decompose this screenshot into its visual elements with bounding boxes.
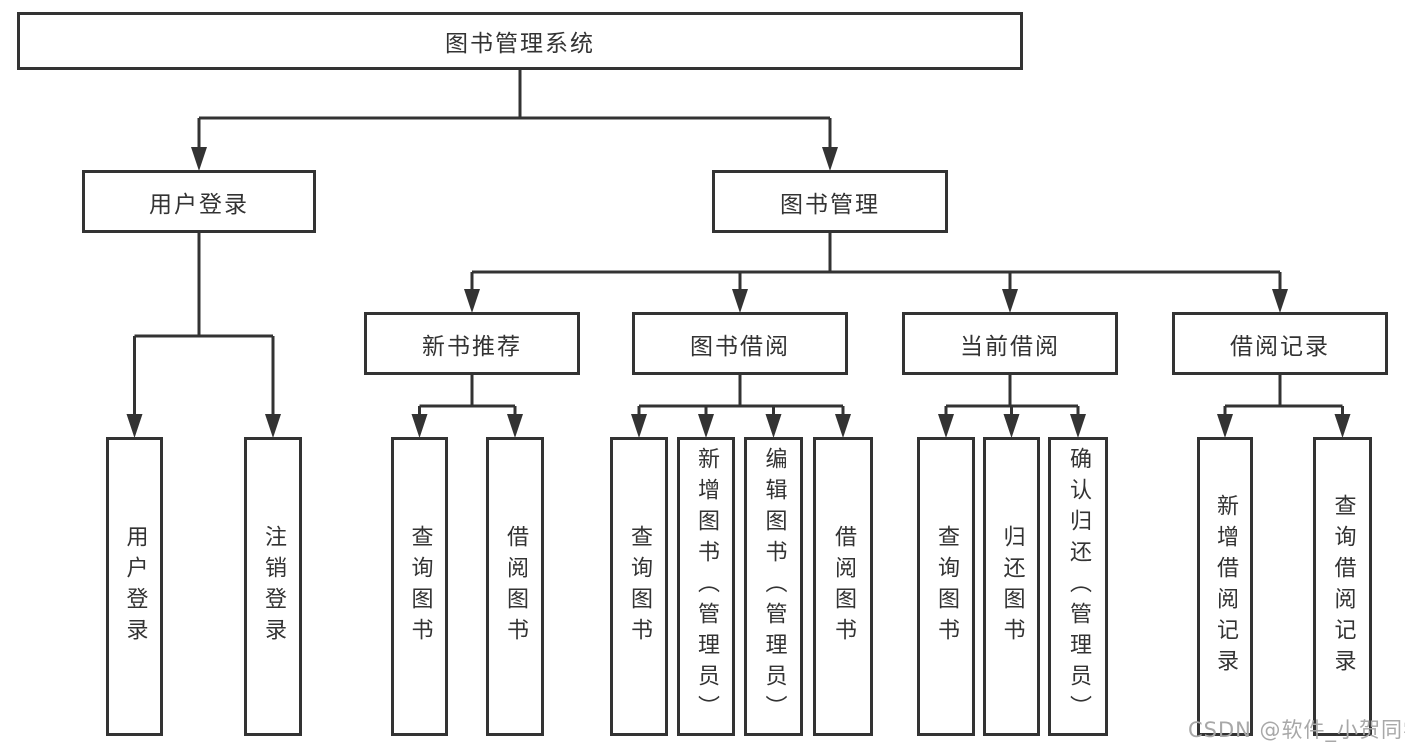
node-lf-br-add: 新增借阅记录 [1197,437,1253,736]
node-book-borrow: 图书借阅 [632,312,848,375]
node-lf-cb-confirm: 确认归还（管理员） [1048,437,1108,736]
arrowhead-down-icon [265,414,281,438]
arrowhead-down-icon [507,414,523,438]
node-label: 注销登录 [261,524,286,649]
node-user-login: 用户登录 [82,170,316,233]
node-label: 新增图书（管理员） [694,447,719,726]
node-new-book-rec: 新书推荐 [364,312,580,375]
node-label: 借阅图书 [503,524,528,649]
arrowhead-down-icon [765,414,782,438]
arrowhead-down-icon [1002,289,1018,313]
node-current-borrow: 当前借阅 [902,312,1118,375]
node-label: 图书管理系统 [445,31,595,57]
node-label: 编辑图书（管理员） [761,447,787,726]
node-lf-user-login: 用户登录 [106,437,163,736]
node-lf-bb-query: 查询图书 [610,437,668,736]
node-label: 图书借阅 [690,333,790,360]
node-book-mgmt: 图书管理 [712,170,948,233]
node-lf-logout: 注销登录 [244,437,302,736]
node-label: 当前借阅 [960,333,1060,360]
node-lf-bb-borrow: 借阅图书 [813,437,873,736]
node-lf-cb-query: 查询图书 [917,437,975,736]
arrowhead-down-icon [1217,414,1233,438]
node-lf-nb-query: 查询图书 [391,437,448,736]
arrowhead-down-icon [698,414,714,438]
node-root: 图书管理系统 [17,12,1023,70]
node-label: 确认归还（管理员） [1066,447,1091,726]
node-label: 用户登录 [122,524,148,649]
arrowhead-down-icon [411,414,428,438]
node-label: 归还图书 [999,524,1025,649]
node-lf-bb-edit: 编辑图书（管理员） [744,437,803,736]
arrowhead-down-icon [1272,289,1288,313]
node-label: 查询图书 [627,524,652,649]
node-label: 图书管理 [780,191,880,218]
arrowhead-down-icon [732,289,748,313]
arrowhead-down-icon [1070,414,1086,438]
node-lf-br-query: 查询借阅记录 [1313,437,1372,736]
node-lf-nb-borrow: 借阅图书 [486,437,544,736]
node-lf-cb-return: 归还图书 [983,437,1040,736]
arrowhead-down-icon [835,414,851,438]
arrowhead-down-icon [1003,414,1020,438]
node-lf-bb-add: 新增图书（管理员） [677,437,735,736]
node-label: 新增借阅记录 [1213,493,1238,680]
node-label: 查询借阅记录 [1330,493,1356,680]
node-label: 借阅图书 [831,524,856,649]
watermark-text: CSDN @软件_小贺同学 [1188,718,1405,742]
arrowhead-down-icon [126,414,143,438]
node-label: 查询图书 [934,524,959,649]
arrowhead-down-icon [822,147,838,171]
arrowhead-down-icon [1334,414,1351,438]
arrowhead-down-icon [464,289,480,313]
arrowhead-down-icon [938,414,954,438]
arrowhead-down-icon [191,147,207,171]
node-borrow-records: 借阅记录 [1172,312,1388,375]
node-label: 查询图书 [407,524,433,649]
node-label: 借阅记录 [1230,333,1330,360]
arrowhead-down-icon [631,414,647,438]
node-label: 新书推荐 [422,333,522,360]
node-label: 用户登录 [149,191,249,218]
